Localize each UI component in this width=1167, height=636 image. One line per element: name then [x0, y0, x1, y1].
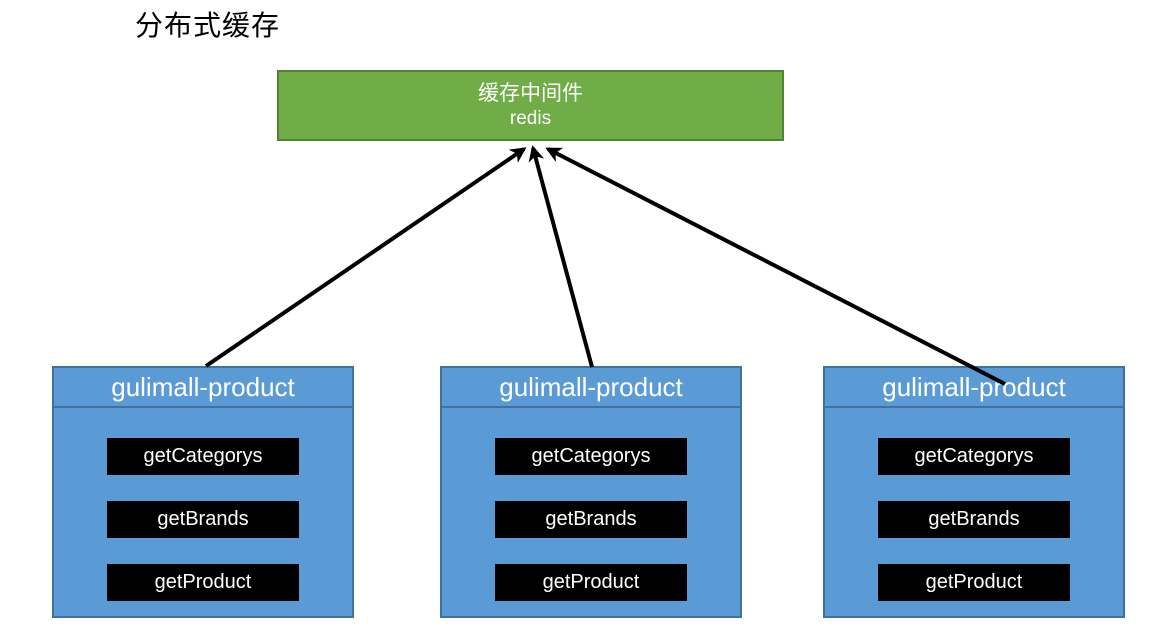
service-1-method-getcategorys: getCategorys	[107, 438, 299, 475]
service-2-method-getcategorys: getCategorys	[495, 438, 687, 475]
cache-middleware-node: 缓存中间件 redis	[277, 70, 784, 141]
middleware-tech: redis	[509, 107, 552, 129]
service-node-1: gulimall-product getCategorys getBrands …	[52, 366, 354, 618]
service-2-method-getproduct: getProduct	[495, 564, 687, 601]
service-2-name: gulimall-product	[442, 368, 740, 408]
service-1-body: getCategorys getBrands getProduct	[54, 408, 352, 616]
middleware-name: 缓存中间件	[478, 81, 583, 105]
service-node-3: gulimall-product getCategorys getBrands …	[823, 366, 1125, 618]
arrow-service2-to-redis	[528, 145, 594, 368]
arrow-service1-to-redis	[204, 147, 527, 368]
service-3-method-getbrands: getBrands	[878, 501, 1070, 538]
service-node-2: gulimall-product getCategorys getBrands …	[440, 366, 742, 618]
service-2-method-getbrands: getBrands	[495, 501, 687, 538]
service-1-method-getbrands: getBrands	[107, 501, 299, 538]
service-3-method-getcategorys: getCategorys	[878, 438, 1070, 475]
diagram-title: 分布式缓存	[135, 10, 281, 41]
service-1-method-getproduct: getProduct	[107, 564, 299, 601]
service-3-name: gulimall-product	[825, 368, 1123, 408]
arrow-service3-to-redis	[545, 147, 1006, 386]
service-1-name: gulimall-product	[54, 368, 352, 408]
service-3-method-getproduct: getProduct	[878, 564, 1070, 601]
service-2-body: getCategorys getBrands getProduct	[442, 408, 740, 616]
service-3-body: getCategorys getBrands getProduct	[825, 408, 1123, 616]
